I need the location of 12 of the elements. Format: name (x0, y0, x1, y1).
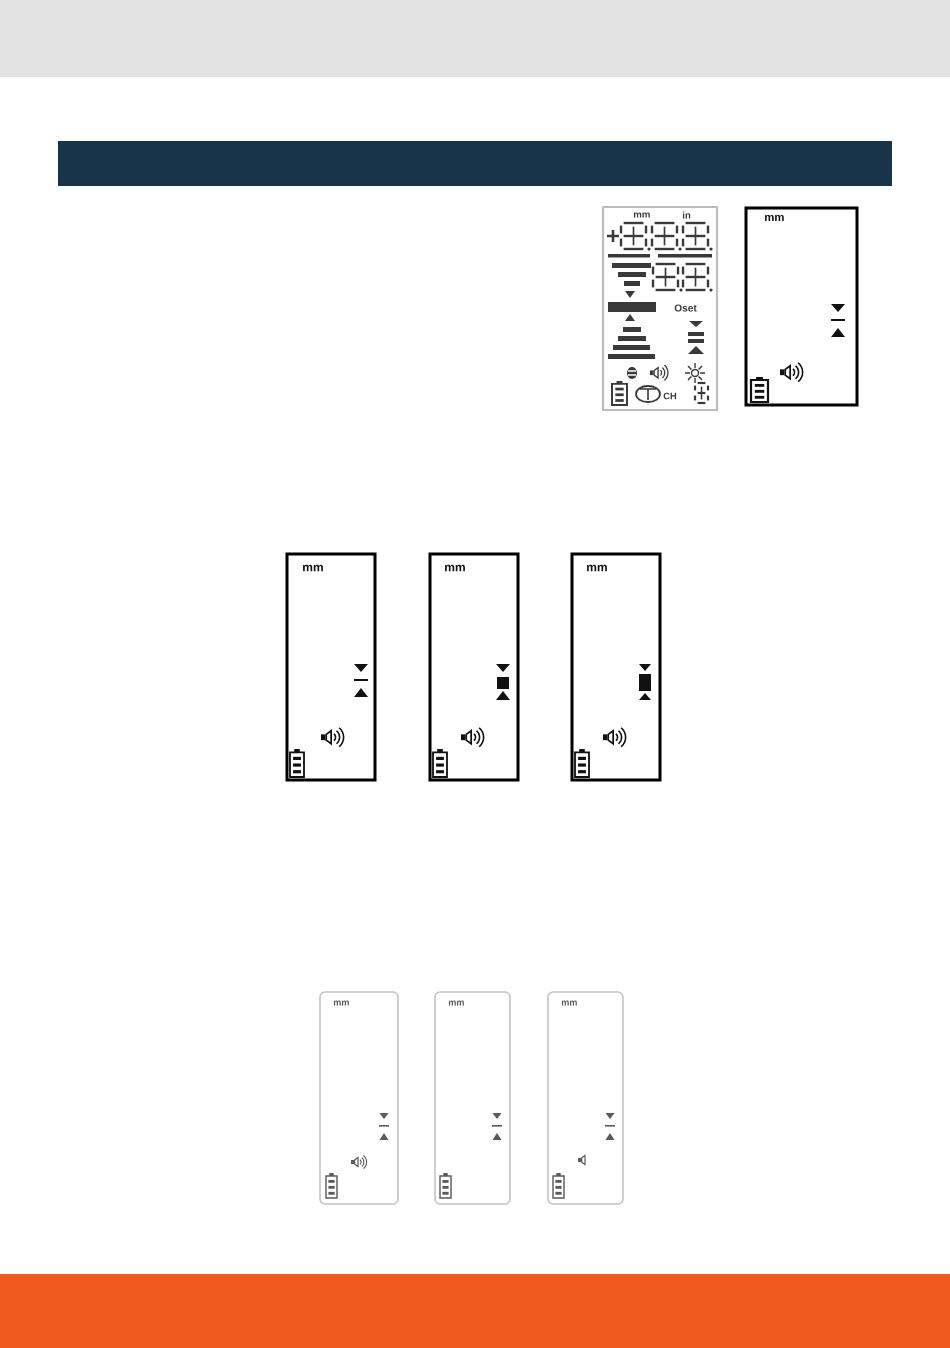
unit-label: mm (448, 1000, 464, 1006)
channel-label: CH (663, 392, 677, 400)
unit-label: mm (765, 214, 784, 222)
unit-label: mm (333, 1000, 349, 1006)
unit-label: mm (587, 564, 607, 572)
unit-label: mm (633, 212, 650, 218)
unit-label: mm (445, 564, 465, 572)
title-bar (58, 141, 892, 186)
mode-label: Oset (674, 304, 697, 312)
unit-label: in (682, 211, 691, 219)
unit-label: mm (303, 564, 323, 572)
unit-label: mm (561, 1000, 577, 1006)
